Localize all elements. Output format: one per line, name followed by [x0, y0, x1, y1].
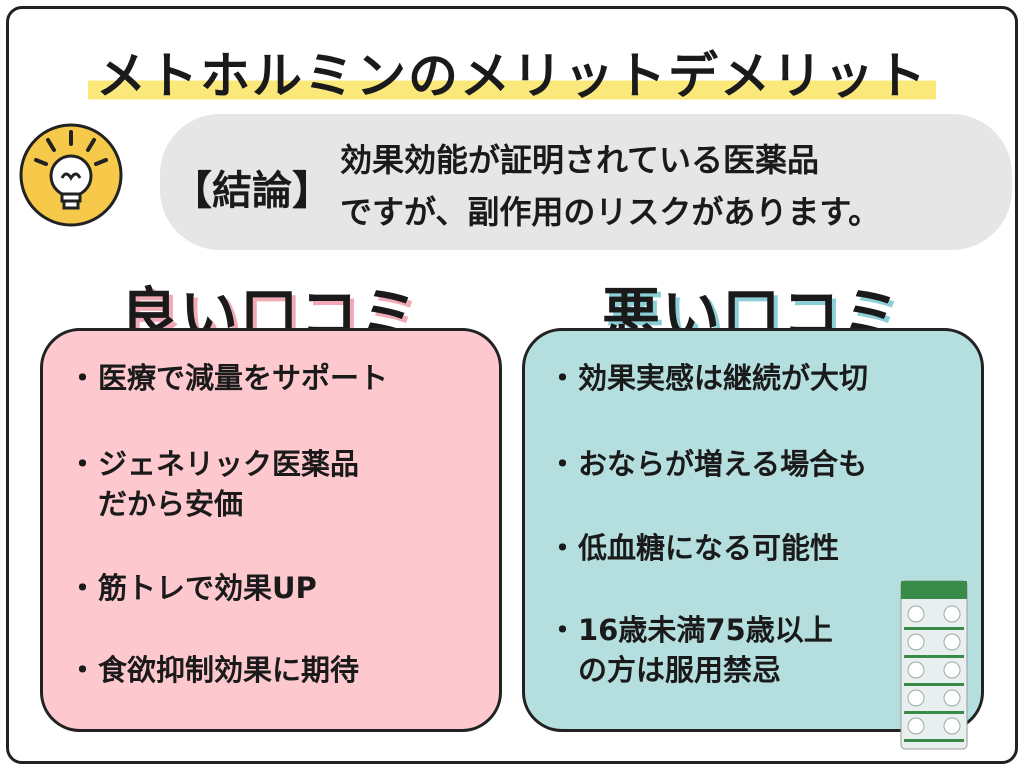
- bad-item-text: 効果実感は継続が大切: [578, 361, 869, 395]
- bullet: ・: [548, 613, 578, 647]
- bad-item: ・低血糖になる可能性: [548, 528, 839, 568]
- bullet: ・: [68, 447, 98, 481]
- bullet: ・: [548, 361, 578, 395]
- good-reviews-panel: [40, 328, 502, 732]
- good-item: ・食欲抑制効果に期待: [68, 650, 359, 690]
- lightbulb-icon: [19, 123, 123, 227]
- good-item-text: 食欲抑制効果に期待: [98, 653, 360, 687]
- good-item-text: ジェネリック医薬品: [98, 447, 360, 481]
- good-item-text: 医療で減量をサポート: [98, 361, 389, 395]
- conclusion-label: 【結論】: [172, 168, 332, 214]
- bad-item-text: 16歳未満75歳以上: [578, 613, 833, 647]
- pill-blister-icon: [900, 580, 968, 750]
- good-item-text: 筋トレで効果UP: [98, 571, 317, 605]
- page-title: メトホルミンのメリットデメリット: [0, 36, 1024, 108]
- good-item-text-2: だから安価: [98, 487, 244, 521]
- good-item: ・ジェネリック医薬品 だから安価: [68, 444, 359, 524]
- conclusion-box: [160, 114, 1012, 250]
- bullet: ・: [68, 571, 98, 605]
- bullet: ・: [548, 447, 578, 481]
- bad-item: ・おならが増える場合も: [548, 444, 867, 484]
- title-text: メトホルミンのメリットデメリット: [88, 36, 936, 108]
- conclusion-line-1: 効果効能が証明されている医薬品: [340, 141, 820, 179]
- conclusion-line-2: ですが、副作用のリスクがあります。: [340, 193, 881, 231]
- bad-item: ・16歳未満75歳以上 の方は服用禁忌: [548, 610, 833, 690]
- bad-item-text: 低血糖になる可能性: [578, 531, 840, 565]
- conclusion-text: 効果効能が証明されている医薬品 ですが、副作用のリスクがあります。: [340, 134, 880, 238]
- good-item: ・筋トレで効果UP: [68, 568, 317, 608]
- bullet: ・: [68, 361, 98, 395]
- bad-item-text: おならが増える場合も: [578, 447, 868, 481]
- bad-item-text-2: の方は服用禁忌: [578, 653, 782, 687]
- bad-item: ・効果実感は継続が大切: [548, 358, 868, 398]
- good-item: ・医療で減量をサポート: [68, 358, 388, 398]
- bullet: ・: [548, 531, 578, 565]
- bullet: ・: [68, 653, 98, 687]
